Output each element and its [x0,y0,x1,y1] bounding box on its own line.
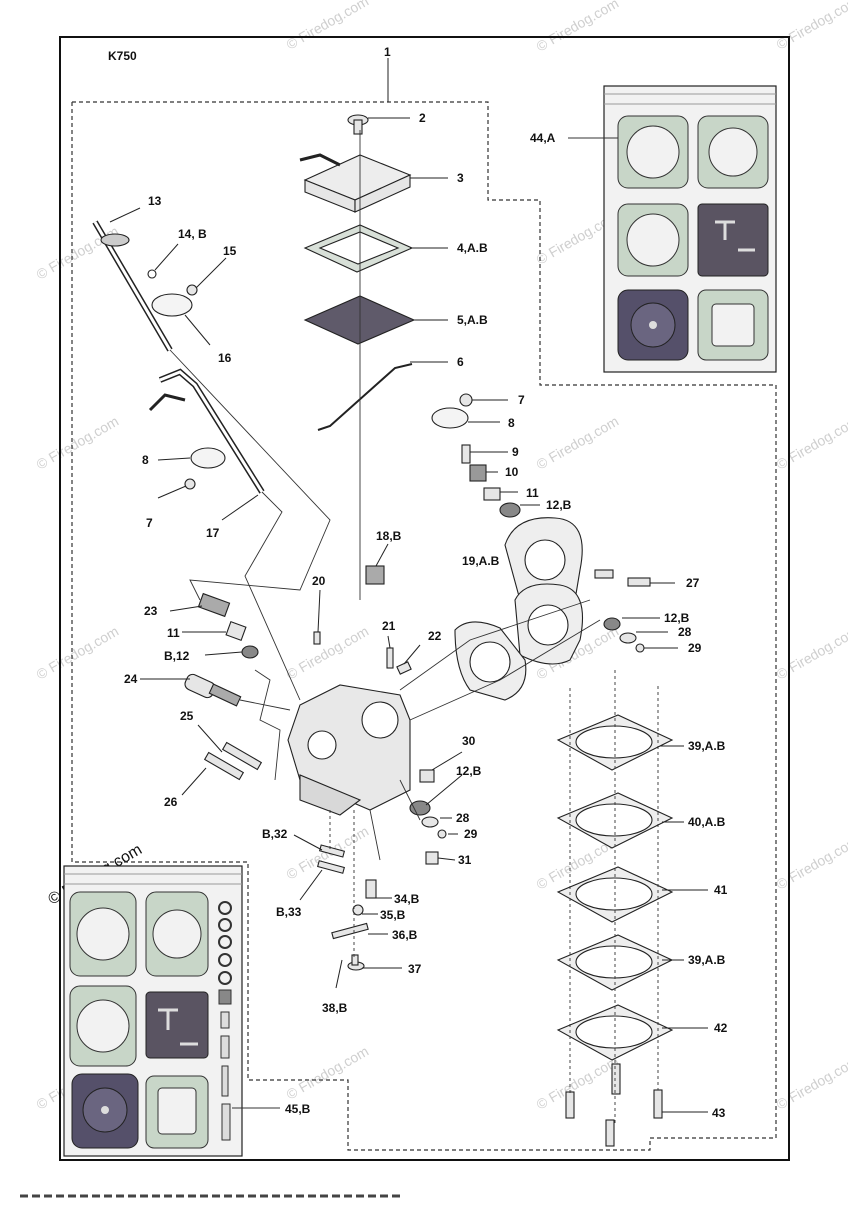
callout-b33: B,33 [276,905,302,919]
callout-b32: B,32 [262,827,288,841]
callout-27: 27 [686,576,700,590]
callout-26: 26 [164,795,178,809]
callout-14: 14, B [178,227,207,241]
callout-17: 17 [206,526,220,540]
callout-12: 12,B [546,498,572,512]
callout-31: 31 [458,853,472,867]
callout-7-left: 7 [146,516,153,530]
callout-6: 6 [457,355,464,369]
watermark-text: © Firedog.com [774,1053,848,1113]
watermark-text: © Firedog.com [34,223,122,283]
kit-45-inset [64,866,242,1156]
callout-30: 30 [462,734,476,748]
callout-23: 23 [144,604,158,618]
watermark-text: © Firedog.com [534,0,622,55]
watermark-text: © Firedog.com [774,623,848,683]
callout-45: 45,B [285,1102,311,1116]
callout-b12: B,12 [164,649,190,663]
callout-15: 15 [223,244,237,258]
callout-20: 20 [312,574,326,588]
callout-4: 4,A.B [457,241,488,255]
watermark-text: © Firedog.com [284,0,372,53]
watermark-text: © Firedog.com [774,0,848,53]
watermark-text: © Firedog.com [284,1043,372,1103]
callout-43: 43 [712,1106,726,1120]
callout-13: 13 [148,194,162,208]
callout-8-left: 8 [142,453,149,467]
callout-11: 11 [526,486,539,500]
callout-9: 9 [512,445,519,459]
callout-22: 22 [428,629,442,643]
callout-1: 1 [384,45,391,59]
callout-10: 10 [505,465,519,479]
model-label: K750 [108,49,137,63]
watermark-text: © Firedog.com [284,623,372,683]
callout-37: 37 [408,962,422,976]
callout-44: 44,A [530,131,556,145]
callout-40: 40,A.B [688,815,726,829]
kit-44-inset [604,86,776,372]
callout-36: 36,B [392,928,418,942]
callout-39-lower: 39,A.B [688,953,726,967]
callout-8: 8 [508,416,515,430]
callout-29: 29 [688,641,702,655]
watermark-text: © Firedog.com [774,833,848,893]
callout-42: 42 [714,1021,728,1035]
callout-18: 18,B [376,529,402,543]
callout-19: 19,A.B [462,554,500,568]
watermark-text: © Firedog.com [774,413,848,473]
callout-35: 35,B [380,908,406,922]
callout-7: 7 [518,393,525,407]
callout-12-lower: 12,B [456,764,482,778]
callout-29-lower: 29 [464,827,478,841]
watermark-text: © Firedog.com [34,623,122,683]
callout-39-upper: 39,A.B [688,739,726,753]
callout-21: 21 [382,619,396,633]
callout-25: 25 [180,709,194,723]
callout-28-lower: 28 [456,811,470,825]
callout-12-right: 12,B [664,611,690,625]
callout-24: 24 [124,672,138,686]
callout-5: 5,A.B [457,313,488,327]
callout-3: 3 [457,171,464,185]
watermark-text: © Firedog.com [34,413,122,473]
callout-38: 38,B [322,1001,348,1015]
watermark-text: © Firedog.com [534,1053,622,1113]
callout-16: 16 [218,351,232,365]
watermark-text: © Firedog.com [534,413,622,473]
callout-2: 2 [419,111,426,125]
callout-34: 34,B [394,892,420,906]
callout-28: 28 [678,625,692,639]
callout-41: 41 [714,883,728,897]
callout-11-left: 11 [167,626,180,640]
